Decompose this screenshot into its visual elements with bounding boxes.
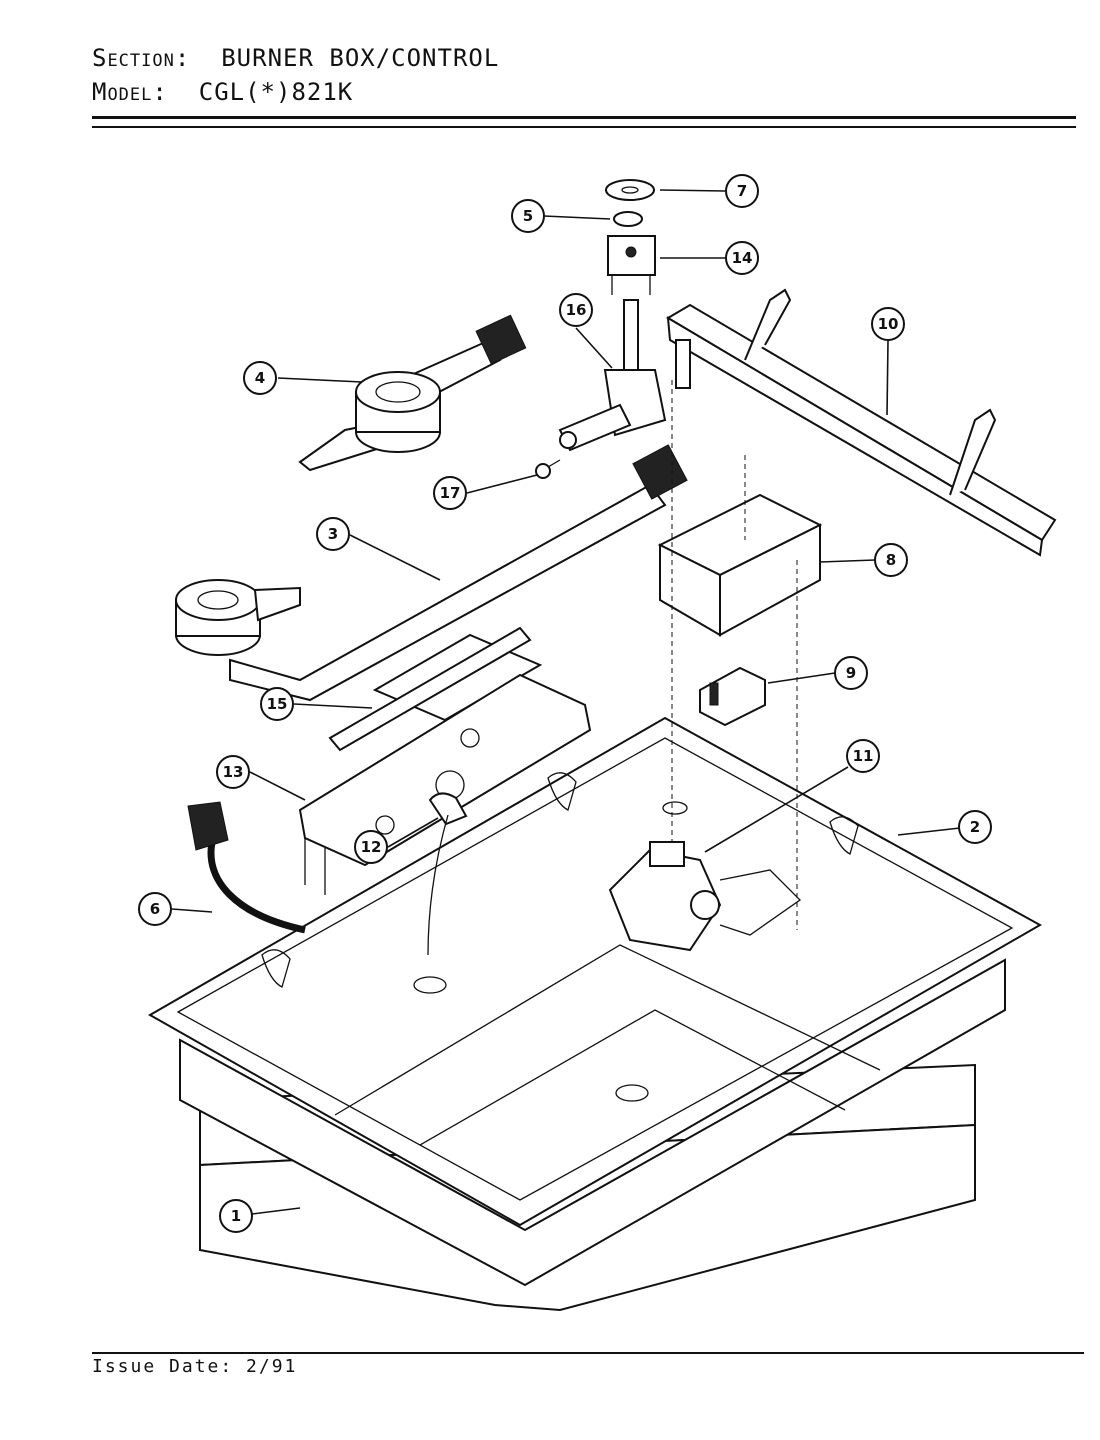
part-cap — [605, 179, 655, 201]
callout-7: 7 — [725, 174, 759, 208]
callout-label: 16 — [566, 301, 587, 319]
callout-label: 17 — [440, 484, 461, 502]
section-line: Section: BURNER BOX/CONTROL — [92, 44, 499, 72]
callout-13: 13 — [216, 755, 250, 789]
callout-label: 15 — [267, 695, 288, 713]
header-rule-top — [92, 116, 1076, 119]
callout-11: 11 — [846, 739, 880, 773]
callout-label: 8 — [886, 551, 896, 569]
model-key: Model: — [92, 78, 168, 106]
section-key: Section: — [92, 44, 191, 72]
part-mounting-plate — [298, 673, 592, 895]
callout-label: 10 — [878, 315, 899, 333]
section-value: BURNER BOX/CONTROL — [221, 44, 500, 72]
callout-6: 6 — [138, 892, 172, 926]
part-valve — [558, 299, 667, 452]
callout-17: 17 — [433, 476, 467, 510]
part-bracket-tube — [328, 626, 543, 752]
callout-label: 3 — [328, 525, 338, 543]
callout-label: 9 — [846, 664, 856, 682]
exploded-parts-diagram: 1 2 3 4 5 6 7 8 9 10 11 12 13 14 15 16 1… — [138, 174, 1057, 1312]
part-power-cord — [187, 801, 306, 934]
callout-label: 5 — [523, 207, 533, 225]
part-burner-tube-front — [175, 444, 688, 702]
part-washer — [613, 211, 643, 227]
callout-16: 16 — [559, 293, 593, 327]
part-junction-box — [657, 380, 823, 930]
header-rule-bottom — [92, 126, 1076, 128]
model-value: CGL(*)821K — [198, 78, 354, 106]
callout-8: 8 — [874, 543, 908, 577]
part-burner-rear — [298, 314, 527, 472]
callout-label: 6 — [150, 900, 160, 918]
callout-5: 5 — [511, 199, 545, 233]
part-clamp — [427, 792, 468, 956]
part-valve-bracket — [607, 235, 656, 295]
issue-date: Issue Date: 2/91 — [92, 1356, 298, 1377]
part-switch — [699, 666, 766, 727]
callout-label: 4 — [255, 369, 265, 387]
callout-label: 2 — [970, 818, 980, 836]
callout-15: 15 — [260, 687, 294, 721]
callout-label: 11 — [853, 747, 874, 765]
part-manifold — [666, 288, 1057, 557]
model-line: Model: CGL(*)821K — [92, 78, 353, 106]
part-regulator — [608, 841, 802, 952]
callout-label: 1 — [231, 1207, 241, 1225]
callout-label: 7 — [737, 182, 747, 200]
callout-10: 10 — [871, 307, 905, 341]
callout-12: 12 — [354, 830, 388, 864]
callout-2: 2 — [958, 810, 992, 844]
callout-3: 3 — [316, 517, 350, 551]
callout-14: 14 — [725, 241, 759, 275]
callout-9: 9 — [834, 656, 868, 690]
callout-label: 12 — [361, 838, 382, 856]
part-screw — [535, 459, 561, 479]
part-burner-box — [147, 716, 1043, 1287]
callout-1: 1 — [219, 1199, 253, 1233]
callout-4: 4 — [243, 361, 277, 395]
footer-rule — [92, 1352, 1084, 1354]
callout-label: 14 — [732, 249, 753, 267]
callout-label: 13 — [223, 763, 244, 781]
